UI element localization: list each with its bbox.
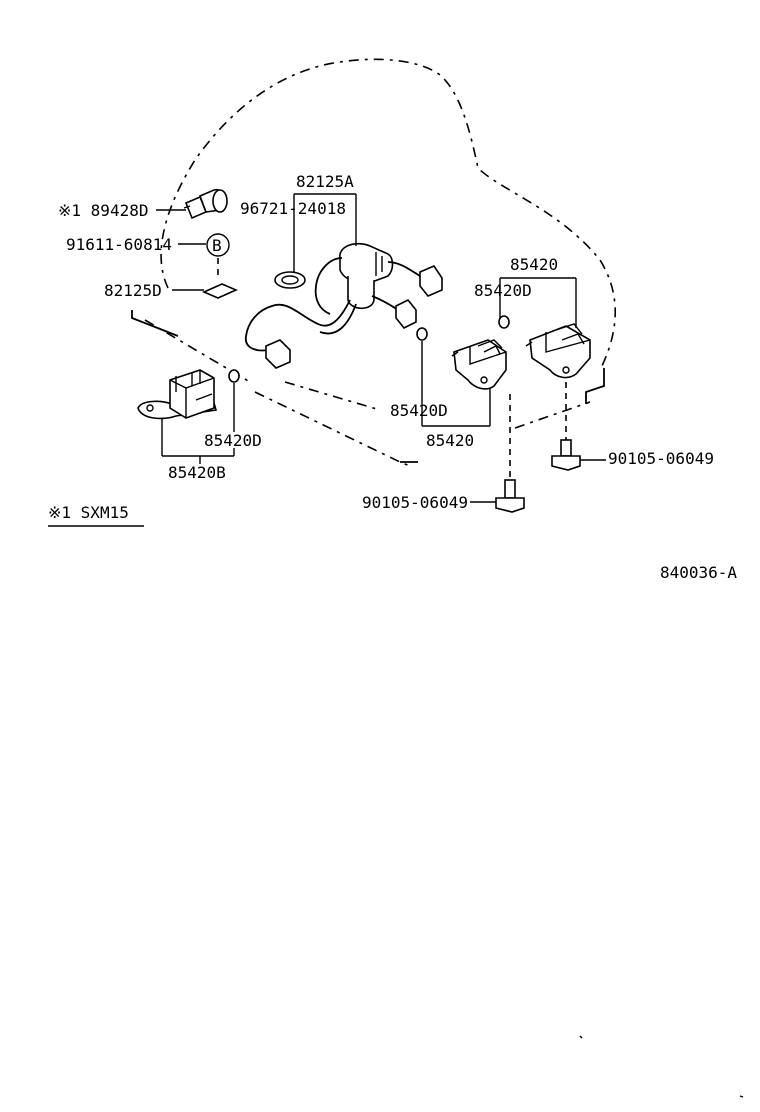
o-ring-right-85420D[interactable] bbox=[498, 315, 510, 329]
label-82125A: 82125A bbox=[296, 172, 354, 191]
bolt-90105-right-drawing[interactable] bbox=[551, 439, 581, 471]
speck-1 bbox=[579, 1035, 583, 1039]
body-outline bbox=[160, 58, 616, 371]
body-outline-lower bbox=[254, 391, 411, 467]
label-85420-right: 85420 bbox=[510, 255, 558, 274]
sensor-85420B-drawing[interactable] bbox=[137, 369, 218, 420]
o-ring-left-85420D[interactable] bbox=[228, 369, 240, 383]
circle-b-marker bbox=[206, 233, 230, 257]
label-91611-60814: 91611-60814 bbox=[66, 235, 172, 254]
label-96721-24018: 96721-24018 bbox=[240, 199, 346, 218]
label-85420D-left: 85420D bbox=[204, 431, 262, 450]
footnote-sxm15: ※1 SXM15 bbox=[48, 503, 129, 522]
diagram-code: 840036-A bbox=[660, 563, 737, 582]
frame-fragment-left bbox=[131, 310, 179, 337]
speck-2 bbox=[739, 1095, 744, 1098]
label-85420D-right: 85420D bbox=[474, 281, 532, 300]
sensor-89428D-drawing[interactable] bbox=[183, 188, 228, 220]
label-85420D-center: 85420D bbox=[390, 401, 448, 420]
label-90105-right: 90105-06049 bbox=[608, 449, 714, 468]
label-85420-center: 85420 bbox=[426, 431, 474, 450]
wire-harness-82125A-drawing[interactable] bbox=[244, 242, 443, 369]
label-82125D: 82125D bbox=[104, 281, 162, 300]
circle-b-letter: B bbox=[212, 236, 222, 255]
sensor-85420-right-drawing[interactable] bbox=[525, 323, 591, 379]
bolt-90105-center-drawing[interactable] bbox=[495, 479, 525, 513]
label-89428D: ※1 89428D bbox=[58, 201, 148, 220]
gasket-82125D-drawing[interactable] bbox=[202, 283, 238, 299]
frame-fragment-right bbox=[585, 368, 605, 404]
body-outline-mid bbox=[284, 381, 381, 411]
label-85420B: 85420B bbox=[168, 463, 226, 482]
label-90105-center: 90105-06049 bbox=[362, 493, 468, 512]
sensor-85420-center-drawing[interactable] bbox=[451, 339, 507, 390]
body-outline-right bbox=[514, 401, 591, 429]
o-ring-center-85420D[interactable] bbox=[416, 327, 428, 341]
